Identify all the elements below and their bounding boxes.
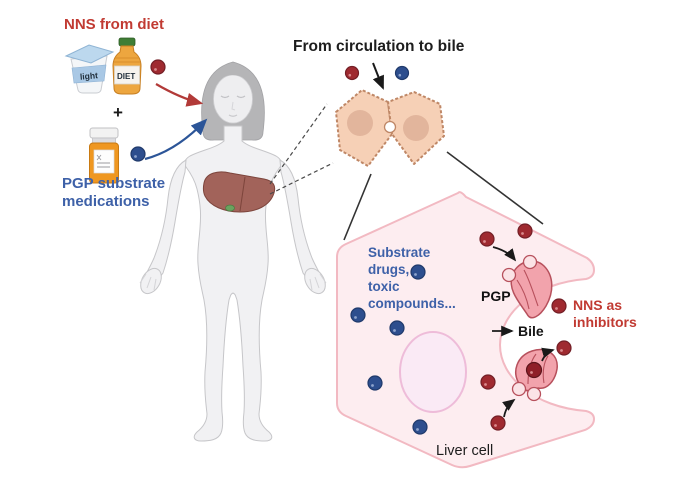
nns-from-diet-label: NNS from diet: [64, 16, 164, 33]
transporter-domain: [501, 267, 517, 283]
nucleus: [399, 331, 467, 413]
hair-fringe: [211, 66, 257, 94]
nose: [231, 101, 236, 111]
red-dot: [479, 231, 495, 247]
diet-group: NNS from diet light DIET +: [62, 16, 208, 210]
arrow-to-lower-transporter: [502, 398, 516, 418]
pgp-label: PGP: [481, 288, 511, 304]
yogurt-text: light: [80, 70, 99, 82]
nns-inhibitors-label-line2: inhibitors: [573, 314, 637, 330]
bile-canaliculus-dot: [383, 120, 397, 134]
blue-intake-arrow: [144, 118, 208, 161]
liver-lobe-line: [239, 176, 246, 212]
hand-right: [304, 267, 327, 295]
liver-cell-label: Liver cell: [436, 443, 493, 459]
juice-text: DIET: [117, 72, 135, 81]
blue-dot: [394, 65, 410, 81]
arrow-export-to-bile: [541, 347, 555, 362]
plus-sign: +: [113, 103, 123, 122]
solid-connector-left: [343, 173, 372, 241]
blue-dot: [410, 264, 426, 280]
blue-dot: [412, 419, 428, 435]
human-body: [139, 61, 327, 442]
dashed-connector-top: [269, 103, 328, 185]
transporter-domain: [526, 386, 542, 402]
nns-inhibitors-label-line1: NNS as: [573, 297, 622, 313]
circulation-group: From circulation to bile: [293, 38, 465, 167]
substrate-label-line3: toxic: [368, 279, 400, 294]
nns-dots: [479, 223, 572, 431]
pgp-transporter: [501, 254, 553, 319]
red-dot: [551, 298, 567, 314]
hepatocyte-pair: [335, 89, 445, 167]
liver-icon: [202, 171, 276, 213]
blue-dot: [367, 375, 383, 391]
magnification-lines: [269, 103, 544, 241]
hepatocyte-left-nucleus: [347, 110, 373, 136]
hand-left: [139, 267, 162, 295]
red-dot: [517, 223, 533, 239]
dashed-connector-bottom: [269, 162, 334, 195]
red-intake-arrow: [155, 83, 204, 107]
blue-dot: [350, 307, 366, 323]
body-arm-right: [279, 159, 321, 280]
red-dot: [480, 374, 496, 390]
substrate-label-line4: compounds...: [368, 296, 456, 311]
transporter-domain: [522, 254, 538, 270]
red-dot: [525, 361, 543, 379]
transporter-domain: [511, 381, 527, 397]
bile-label: Bile: [518, 323, 544, 339]
substrate-label-line2: drugs,: [368, 262, 409, 277]
pgp-substrate-label-line2: medications: [62, 193, 150, 210]
pgp-transporter-exporting: [511, 348, 558, 402]
solid-connector-right: [446, 151, 544, 225]
red-dot: [150, 59, 166, 75]
eye-right: [236, 95, 246, 99]
hepatocyte-right-nucleus: [403, 115, 429, 141]
red-dot: [556, 340, 572, 356]
mouth: [228, 114, 238, 117]
circulation-title: From circulation to bile: [293, 38, 465, 55]
red-dot: [344, 65, 360, 81]
pill-bottle-icon: [89, 127, 119, 184]
substrate-dots: [350, 264, 428, 435]
red-dot: [490, 415, 506, 431]
juice-bottle-icon: DIET: [112, 37, 142, 95]
pgp-substrate-label-line1: PGP substrate: [62, 175, 165, 192]
downward-arrow: [372, 62, 384, 90]
eye-left: [220, 95, 230, 99]
arrow-to-transporter: [492, 246, 517, 262]
gallbladder-icon: [225, 204, 235, 212]
blue-dot: [130, 146, 146, 162]
liver-cell-diagram: Substrate drugs, toxic compounds... PGP …: [336, 191, 637, 469]
blue-dot: [389, 320, 405, 336]
yogurt-icon: light: [64, 44, 115, 94]
substrate-label-line1: Substrate: [368, 245, 431, 260]
liver-cell-membrane: [336, 191, 596, 469]
